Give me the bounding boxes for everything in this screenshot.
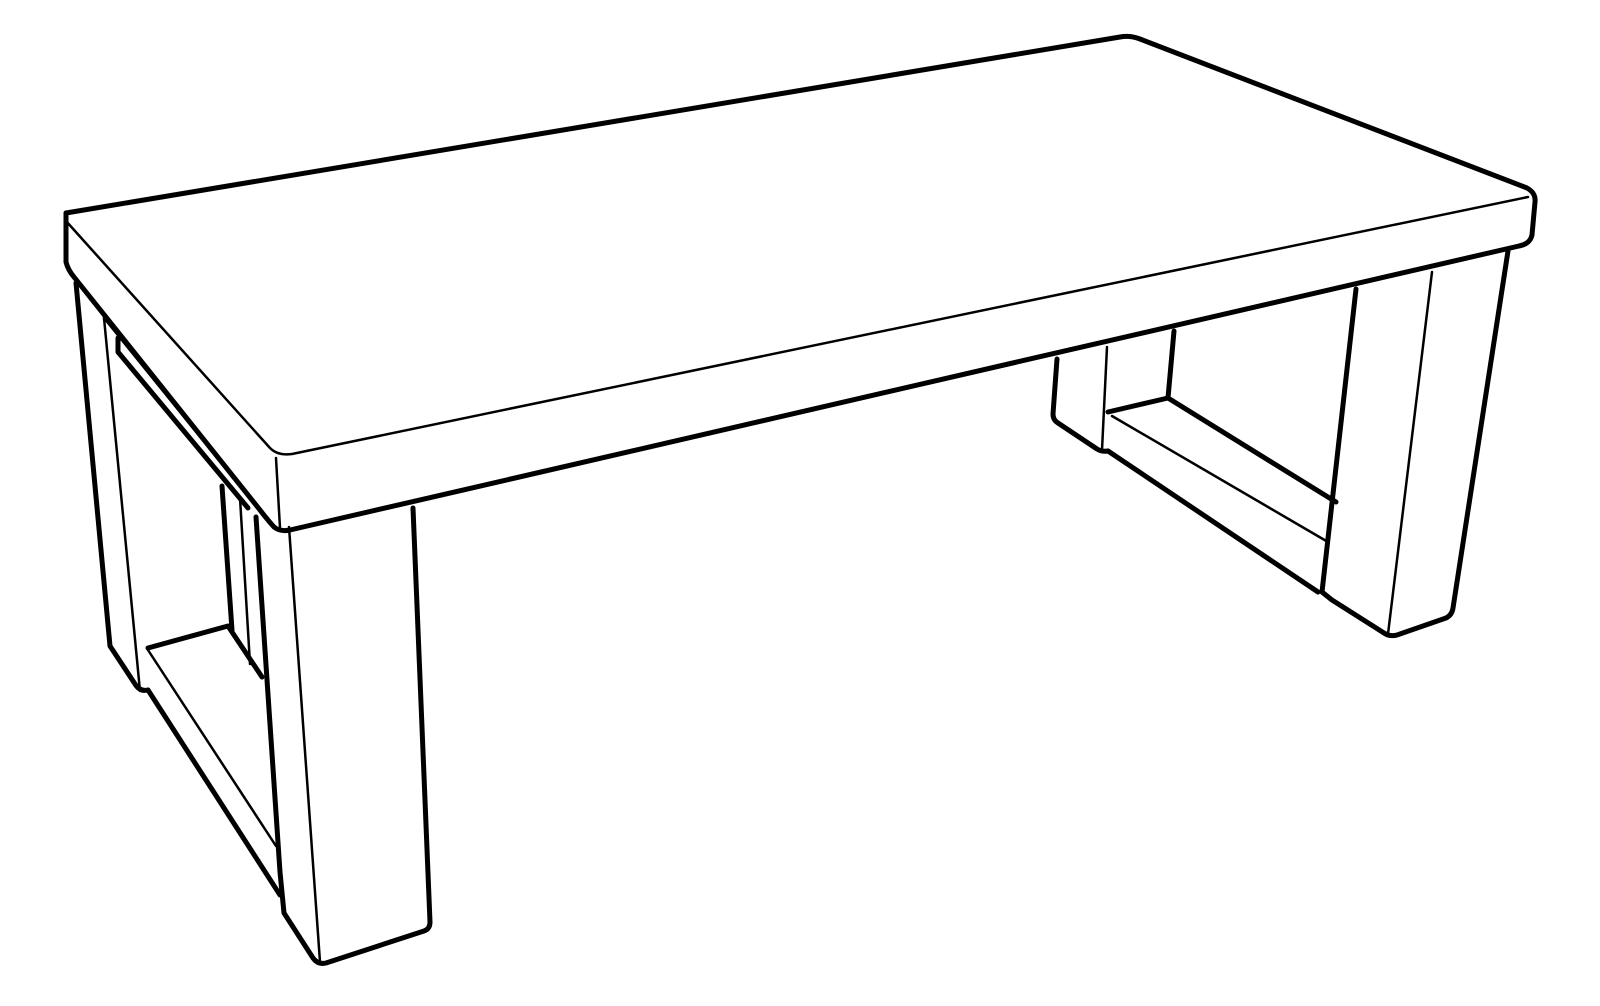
leg-frame-left (73, 280, 283, 898)
table-top (63, 33, 1538, 534)
leg-front-left (253, 505, 433, 966)
leg-front-left-outline (253, 505, 433, 966)
left-lower-stretcher-outline (145, 623, 283, 898)
right-lower-stretcher-outline (1105, 395, 1339, 595)
leg-front-right-outline (1319, 248, 1511, 639)
tabletop-top-surface-front-edge (64, 195, 1530, 456)
left-apron-outline (115, 335, 251, 511)
tabletop-outer-outline (63, 33, 1538, 534)
left-apron-edge (102, 316, 250, 498)
leg-back-right-edge (1100, 345, 1109, 452)
left-lower-stretcher-edge (146, 648, 278, 848)
leg-back-left-edge (102, 316, 142, 693)
right-lower-stretcher-edge (1110, 414, 1330, 544)
left-inner-upright-edge (238, 496, 252, 666)
leg-back-left-outline (73, 280, 151, 693)
leg-frame-right (1050, 248, 1511, 639)
left-inner-upright (219, 483, 235, 633)
leg-back-right-outline (1050, 328, 1177, 454)
tabletop-front-left-corner-edge (274, 456, 282, 530)
leg-front-left-edge (287, 525, 322, 964)
leg-front-right-edge (1386, 270, 1434, 636)
